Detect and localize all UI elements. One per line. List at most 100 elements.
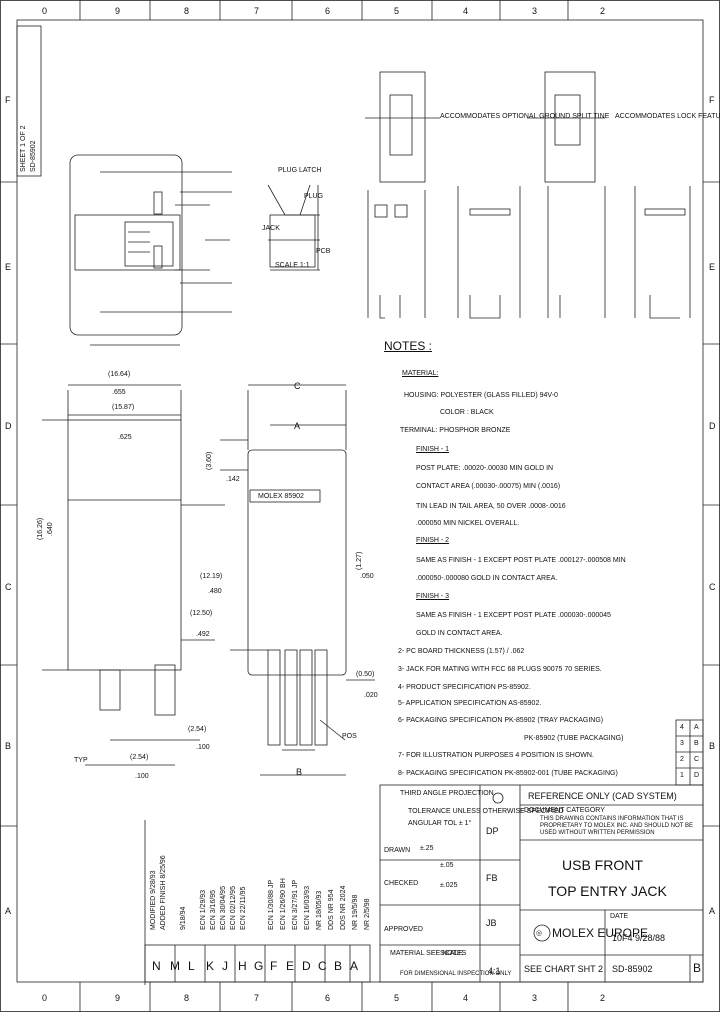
checked-label: CHECKED	[384, 880, 419, 887]
document-number: SD-85902	[612, 964, 653, 974]
pcb-label: PCB	[316, 248, 331, 255]
checked-initials: FB	[486, 873, 498, 883]
revision-letter: B	[693, 961, 702, 975]
dim-typ: TYP	[74, 757, 88, 764]
inspection-note: FOR DIMENSIONAL INSPECTION ONLY	[400, 971, 512, 977]
company-name: MOLEX EUROPE	[552, 926, 649, 940]
zone-number: 0	[42, 6, 48, 16]
option-a-label: ACCOMMODATES OPTIONAL GROUND SPLIT TINE	[440, 113, 610, 120]
third-angle: THIRD ANGLE PROJECTION	[400, 790, 494, 797]
dim-pitch-in: .100	[135, 773, 149, 780]
title-line-2: TOP ENTRY JACK	[548, 883, 667, 899]
sheet-document: SD-85902	[30, 140, 37, 172]
approved-label: APPROVED	[384, 926, 423, 933]
rev-letter: K	[206, 959, 215, 973]
revision-entry: ECN 1/29/93	[200, 889, 207, 930]
note-line: 5- APPLICATION SPECIFICATION AS-85902.	[398, 700, 542, 707]
dim-width-in: .655	[112, 389, 126, 396]
zone-letter: F	[5, 95, 11, 105]
note-line: .000050 MIN NICKEL OVERALL.	[416, 520, 520, 527]
note-line: 8- PACKAGING SPECIFICATION PK-85902-001 …	[398, 770, 618, 777]
tolerance-5: ±.025	[440, 882, 458, 889]
tolerance-1: TOLERANCE UNLESS OTHERWISE SPECIFIED	[408, 808, 564, 815]
revision-entry: ECN 1/26/90 BH	[280, 878, 287, 930]
cad-system: REFERENCE ONLY (CAD SYSTEM)	[528, 791, 677, 801]
note-line: FINISH - 2	[416, 537, 450, 544]
dim-height-mm: (16.26)	[37, 517, 44, 540]
dim-top-in: .142	[226, 476, 240, 483]
rev-table-cell: 3	[680, 740, 684, 747]
dim-width2-in: .625	[118, 434, 132, 441]
zone-number: 2	[600, 993, 606, 1003]
chart-ref: SEE CHART SHT 2	[524, 964, 604, 974]
date-value: 10F4 9/28/88	[612, 933, 666, 943]
zone-number: 8	[184, 6, 190, 16]
zone-number: 3	[532, 993, 538, 1003]
revision-entry: NR 19/5/98	[352, 894, 359, 930]
zone-number: 3	[532, 6, 538, 16]
date-label: DATE	[610, 913, 629, 920]
rev-table-cell: D	[694, 772, 700, 779]
material-label: MATERIAL SEE NOTES	[390, 950, 467, 957]
note-line: GOLD IN CONTACT AREA.	[416, 630, 503, 637]
note-line: COLOR : BLACK	[440, 409, 494, 416]
dim-base-in: .050	[360, 573, 374, 580]
rev-letter: J	[222, 959, 228, 973]
dim-low-mm: (12.50)	[190, 610, 213, 617]
zone-letter: A	[5, 906, 12, 916]
zone-number: 6	[325, 6, 331, 16]
rev-letter: F	[270, 959, 278, 973]
dim-width2-mm: (15.87)	[112, 404, 135, 411]
zone-letter: C	[5, 582, 12, 592]
note-line: MATERIAL:	[402, 370, 439, 377]
zone-number: 9	[115, 993, 121, 1003]
revision-entry: DDS NR 2024	[340, 885, 347, 930]
dim-top-mm: (3.60)	[206, 451, 213, 470]
zone-letter: E	[5, 262, 12, 272]
revision-entry: ECN 02/12/95	[230, 886, 237, 930]
dim-pin-in: .100	[196, 744, 210, 751]
approved-initials: JB	[486, 918, 497, 928]
part-marking: MOLEX 85902	[258, 493, 304, 500]
zone-number: 5	[394, 993, 400, 1003]
zone-letter: B	[709, 741, 716, 751]
zone-number: 5	[394, 6, 400, 16]
zone-number: 8	[184, 993, 190, 1003]
rev-letter: G	[254, 959, 264, 973]
note-line: 7- FOR ILLUSTRATION PURPOSES 4 POSITION …	[398, 752, 594, 759]
revision-entry: MODIFIED 9/28/93	[150, 870, 157, 930]
revision-entry: NR 18/05/93	[316, 890, 323, 930]
note-line: SAME AS FINISH - 1 EXCEPT POST PLATE .00…	[416, 557, 626, 564]
restriction-note: THIS DRAWING CONTAINS INFORMATION THAT I…	[540, 816, 694, 836]
revision-entry: DDS NR 954	[328, 889, 335, 930]
rev-table-cell: 1	[680, 772, 684, 779]
dim-height-in: .640	[47, 522, 54, 536]
note-line: CONTACT AREA (.00030-.00075) MIN (.0016)	[416, 483, 561, 490]
sheet-number: SHEET 1 OF 2	[20, 125, 27, 172]
rev-table-cell: 4	[680, 724, 684, 731]
dim-pos: POS	[342, 733, 357, 740]
plug-label: PLUG	[304, 193, 324, 200]
note-line: FINISH - 3	[416, 593, 450, 600]
note-line: .000050-.000080 GOLD IN CONTACT AREA.	[416, 575, 558, 582]
tolerance-4: ±.05	[440, 862, 454, 869]
revision-entry: ECN 3/27/91 JP	[292, 879, 299, 930]
dim-mid-mm: (12.19)	[200, 573, 223, 580]
dim-pin-mm: (2.54)	[188, 726, 207, 733]
revision-entry: NR 2/5/98	[364, 898, 371, 930]
revision-entry: ECN 30/04/95	[220, 886, 227, 930]
rev-letter: B	[334, 959, 343, 973]
molex-logo-icon: ◎	[536, 930, 543, 937]
note-line: 3- JACK FOR MATING WITH FCC 68 PLUGS 900…	[398, 666, 602, 673]
jack-label: JACK	[262, 225, 280, 232]
zone-number: 9	[115, 6, 121, 16]
zone-letter: D	[5, 421, 12, 431]
zone-letter: B	[5, 741, 12, 751]
note-line: 6- PACKAGING SPECIFICATION PK-85902 (TRA…	[398, 717, 604, 724]
option-b-label: ACCOMMODATES LOCK FEATURES	[615, 113, 720, 120]
doc-category: DOCUMENT CATEGORY	[524, 807, 605, 814]
zone-number: 6	[325, 993, 331, 1003]
zone-number: 0	[42, 993, 48, 1003]
zone-number: 7	[254, 6, 260, 16]
